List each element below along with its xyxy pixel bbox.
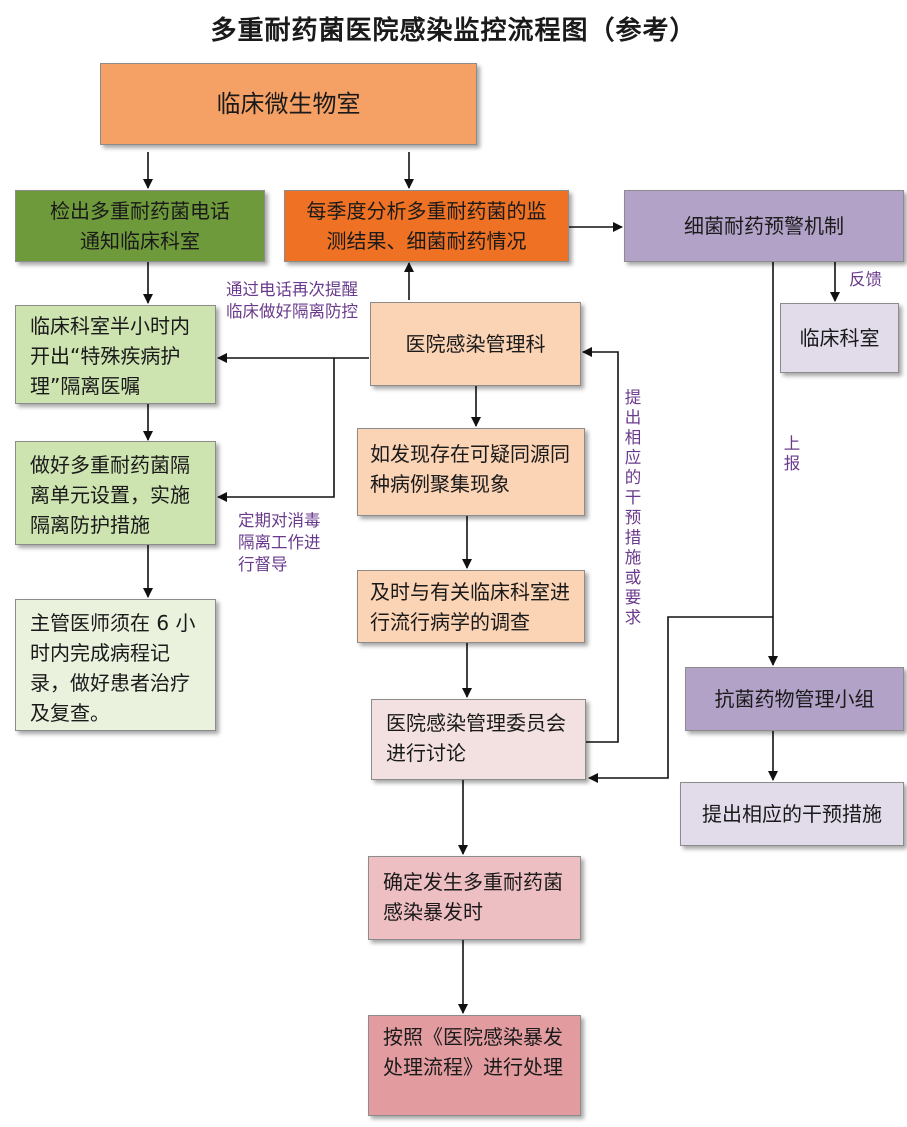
box-infection-dept: 医院感染管理科 <box>370 302 581 386</box>
box-suspected-cluster-label: 如发现存在可疑同源同种病例聚集现象 <box>370 442 570 496</box>
box-micro-lab-label: 临床微生物室 <box>216 90 361 118</box>
box-antibiotic-group: 抗菌药物管理小组 <box>685 667 904 731</box>
arrow-antibiotic-to-committee <box>588 616 773 783</box>
box-outbreak-confirm-label: 确定发生多重耐药菌感染暴发时 <box>383 870 563 924</box>
box-physician-record: 主管医师须在 6 小时内完成病程记录，做好患者治疗及复查。 <box>15 599 216 731</box>
box-micro-lab: 临床微生物室 <box>100 63 477 145</box>
box-detect-notify-label: 检出多重耐药菌电话通知临床科室 <box>50 199 230 253</box>
note-supervise-text: 定期对消毒隔离工作进行督导 <box>238 511 321 574</box>
note-feedback-text: 反馈 <box>849 270 882 289</box>
note-feedback: 反馈 <box>849 269 882 291</box>
box-committee-discussion: 医院感染管理委员会进行讨论 <box>371 699 586 780</box>
note-report: 上报 <box>782 434 802 474</box>
box-clinical-dept-right: 临床科室 <box>780 303 899 373</box>
box-outbreak-process-label: 按照《医院感染暴发处理流程》进行处理 <box>383 1025 563 1079</box>
box-isolation-setup-label: 做好多重耐药菌隔离单元设置，实施隔离防护措施 <box>30 453 190 537</box>
box-quarterly-analysis: 每季度分析多重耐药菌的监测结果、细菌耐药情况 <box>284 190 569 262</box>
note-report-text: 上报 <box>783 434 801 473</box>
box-warning-mechanism: 细菌耐药预警机制 <box>624 190 904 262</box>
box-propose-measures: 提出相应的干预措施 <box>680 782 904 846</box>
arrow-dept-to-isolation <box>217 358 335 502</box>
box-isolation-setup: 做好多重耐药菌隔离单元设置，实施隔离防护措施 <box>15 441 216 545</box>
box-epidemiology: 及时与有关临床科室进行流行病学的调查 <box>357 570 585 643</box>
box-infection-dept-label: 医院感染管理科 <box>405 332 546 356</box>
page-title: 多重耐药菌医院感染监控流程图（参考） <box>210 16 697 46</box>
box-half-hour-order-label: 临床科室半小时内开出“特殊疾病护理”隔离医嘱 <box>30 314 190 398</box>
box-outbreak-confirm: 确定发生多重耐药菌感染暴发时 <box>368 856 581 940</box>
box-epidemiology-label: 及时与有关临床科室进行流行病学的调查 <box>370 580 570 634</box>
note-phone-remind-text: 通过电话再次提醒临床做好隔离防控 <box>226 280 358 321</box>
box-outbreak-process: 按照《医院感染暴发处理流程》进行处理 <box>368 1015 581 1116</box>
box-physician-record-label: 主管医师须在 6 小时内完成病程记录，做好患者治疗及复查。 <box>30 611 196 725</box>
note-propose-requirements-text: 提出相应的干预措施或要求 <box>624 388 642 627</box>
note-phone-remind: 通过电话再次提醒临床做好隔离防控 <box>226 279 370 323</box>
box-propose-measures-label: 提出相应的干预措施 <box>702 802 882 826</box>
arrow-committee-to-dept <box>582 347 619 743</box>
box-detect-notify: 检出多重耐药菌电话通知临床科室 <box>15 190 265 262</box>
box-warning-mechanism-label: 细菌耐药预警机制 <box>684 214 844 238</box>
box-suspected-cluster: 如发现存在可疑同源同种病例聚集现象 <box>357 428 585 516</box>
box-antibiotic-group-label: 抗菌药物管理小组 <box>714 687 875 711</box>
note-propose-requirements: 提出相应的干预措施或要求 <box>623 388 643 628</box>
box-committee-discussion-label: 医院感染管理委员会进行讨论 <box>386 711 566 765</box>
box-quarterly-analysis-label: 每季度分析多重耐药菌的监测结果、细菌耐药情况 <box>306 199 547 253</box>
note-supervise: 定期对消毒隔离工作进行督导 <box>238 510 330 576</box>
box-half-hour-order: 临床科室半小时内开出“特殊疾病护理”隔离医嘱 <box>15 305 216 404</box>
box-clinical-dept-right-label: 临床科室 <box>799 326 880 350</box>
